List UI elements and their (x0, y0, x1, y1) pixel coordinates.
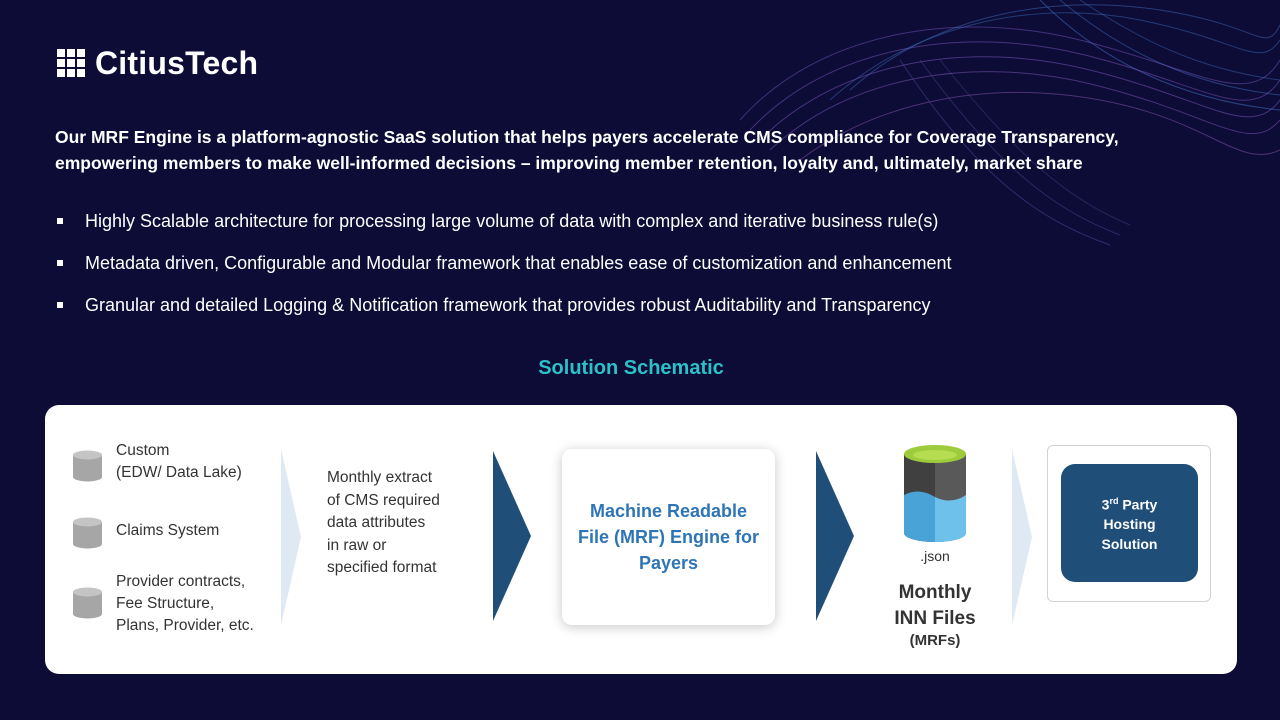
feature-item: Metadata driven, Configurable and Modula… (55, 248, 1155, 278)
hosting-frame: 3rd Party Hosting Solution (1047, 445, 1211, 602)
source-custom-line-1: Custom (116, 442, 170, 459)
company-logo: CitiusTech (57, 44, 258, 82)
extract-description: Monthly extract of CMS required data att… (327, 467, 467, 580)
hosting-line-1: 3rd Party (1102, 492, 1158, 515)
bullet-square-icon (57, 302, 63, 308)
chevron-right-icon (281, 449, 301, 625)
chevron-right-icon (1012, 449, 1032, 625)
source-provider-line-2: Fee Structure, (116, 595, 215, 612)
source-provider: Provider contracts, Fee Structure, Plans… (72, 571, 254, 637)
engine-line: File (MRF) Engine for (578, 527, 759, 547)
mrf-engine-box: Machine Readable File (MRF) Engine for P… (562, 449, 775, 625)
intro-line-1: Our MRF Engine is a platform-agnostic Sa… (55, 127, 1119, 147)
engine-line: Payers (638, 553, 699, 573)
json-storage-icon (904, 445, 966, 542)
database-icon (73, 517, 102, 549)
logo-grid-icon (57, 49, 85, 77)
chevron-right-icon (493, 451, 531, 621)
extract-line: specified format (327, 559, 437, 576)
source-claims: Claims System (72, 515, 219, 549)
database-icon (73, 587, 102, 619)
feature-item: Highly Scalable architecture for process… (55, 206, 1155, 236)
source-claims-label: Claims System (116, 522, 220, 539)
inn-files-title: Monthly INN Files (881, 580, 989, 632)
json-file-label: .json (920, 548, 950, 564)
source-custom-line-2: (EDW/ Data Lake) (116, 464, 242, 481)
feature-text: Highly Scalable architecture for process… (85, 211, 939, 231)
hosting-party-label: Party (1118, 496, 1158, 513)
extract-line: data attributes (327, 514, 426, 531)
feature-text: Granular and detailed Logging & Notifica… (85, 295, 931, 315)
hosting-line-3: Solution (1101, 535, 1158, 552)
logo-wordmark: CitiusTech (95, 45, 259, 81)
feature-list: Highly Scalable architecture for process… (55, 206, 1155, 332)
feature-text: Metadata driven, Configurable and Modula… (85, 253, 952, 273)
bullet-square-icon (57, 260, 63, 266)
engine-line: Machine Readable (589, 501, 748, 521)
hosting-line-2: Hosting (1103, 516, 1156, 533)
source-provider-line-3: Plans, Provider, etc. (116, 617, 254, 634)
hosting-solution-box: 3rd Party Hosting Solution (1061, 464, 1198, 582)
hosting-ordinal: 3 (1101, 496, 1110, 513)
database-icon (73, 450, 102, 482)
extract-line: Monthly extract (327, 469, 433, 486)
inn-files-subtitle: (MRFs) (909, 632, 961, 649)
schematic-title: Solution Schematic (538, 357, 724, 379)
source-custom: Custom (EDW/ Data Lake) (72, 440, 242, 484)
intro-line-2: empowering members to make well-informed… (55, 153, 1083, 173)
inn-title-line-1: Monthly (898, 582, 972, 603)
intro-statement: Our MRF Engine is a platform-agnostic Sa… (55, 124, 1235, 176)
feature-item: Granular and detailed Logging & Notifica… (55, 290, 1155, 320)
inn-title-line-2: INN Files (894, 608, 976, 629)
bullet-square-icon (57, 218, 63, 224)
hosting-ordinal-suffix: rd (1109, 495, 1119, 506)
extract-line: in raw or (327, 536, 387, 554)
source-provider-line-1: Provider contracts, (116, 573, 246, 590)
chevron-right-icon (816, 451, 854, 621)
extract-line: of CMS required (327, 491, 440, 509)
schematic-panel: Custom (EDW/ Data Lake) Claims System Pr… (45, 405, 1237, 674)
